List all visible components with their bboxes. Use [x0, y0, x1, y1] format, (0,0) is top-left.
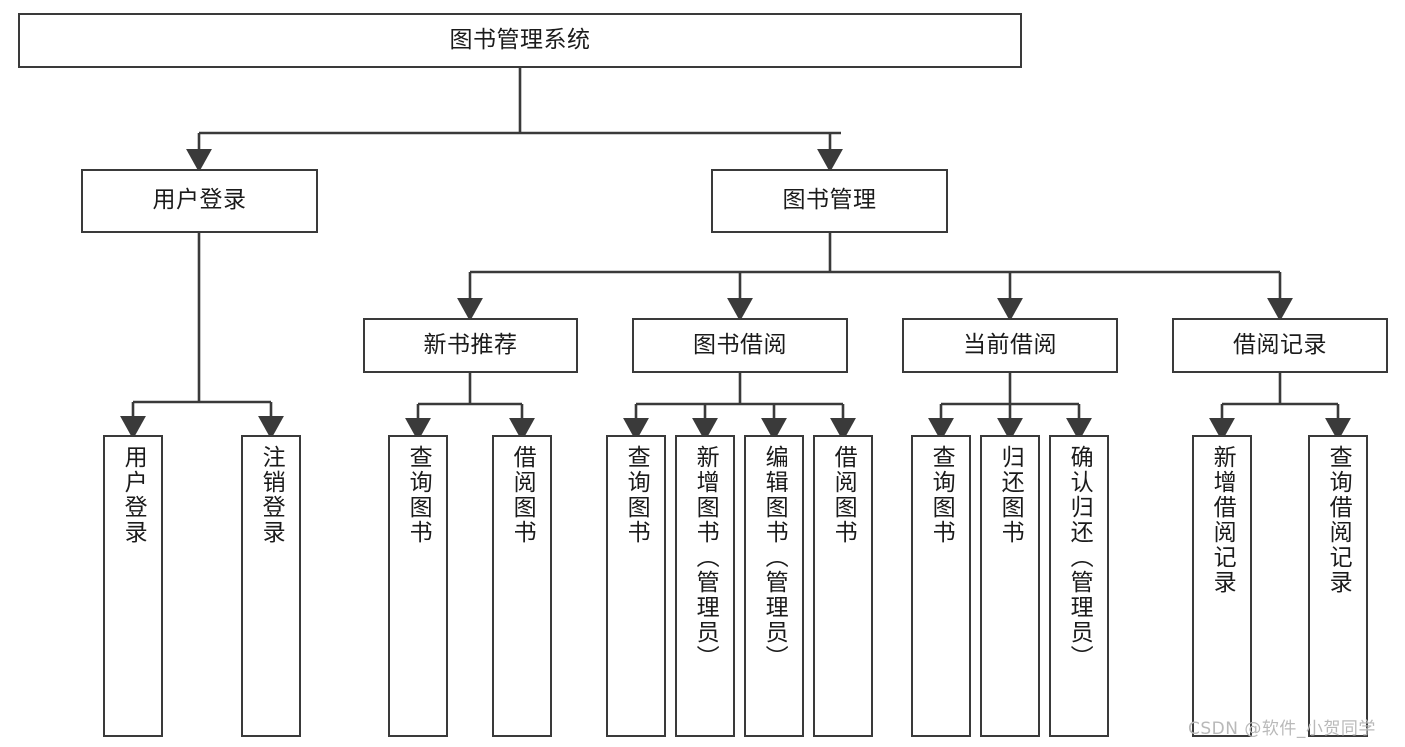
- node-label: 查询图书: [928, 445, 955, 545]
- node-label: 查询借阅记录: [1325, 445, 1352, 595]
- node-label: 注销登录: [258, 445, 285, 545]
- leaf-query-borrow-record[interactable]: 查询借阅记录: [1308, 435, 1368, 737]
- node-root-book-management-system[interactable]: 图书管理系统: [18, 13, 1022, 68]
- node-label: 图书管理: [782, 187, 877, 214]
- leaf-borrow-book-recommendation[interactable]: 借阅图书: [492, 435, 552, 737]
- node-label: 查询图书: [405, 445, 432, 545]
- node-label: 用户登录: [152, 187, 247, 214]
- node-user-login[interactable]: 用户登录: [81, 169, 318, 233]
- node-label: 用户登录: [120, 445, 147, 545]
- leaf-add-book-admin[interactable]: 新增图书（管理员）: [675, 435, 735, 737]
- leaf-query-book-recommendation[interactable]: 查询图书: [388, 435, 448, 737]
- node-new-book-recommendation[interactable]: 新书推荐: [363, 318, 578, 373]
- node-label: 借阅图书: [830, 445, 857, 545]
- node-label: 新书推荐: [423, 331, 518, 358]
- watermark-text: CSDN @软件_小贺同学: [1188, 719, 1376, 739]
- node-label: 当前借阅: [963, 331, 1057, 358]
- node-book-borrow[interactable]: 图书借阅: [632, 318, 848, 373]
- node-label: 确认归还（管理员）: [1066, 445, 1093, 670]
- leaf-return-book[interactable]: 归还图书: [980, 435, 1040, 737]
- leaf-query-book-borrow[interactable]: 查询图书: [606, 435, 666, 737]
- node-label: 查询图书: [623, 445, 650, 545]
- node-label: 图书借阅: [693, 331, 787, 358]
- leaf-user-login[interactable]: 用户登录: [103, 435, 163, 737]
- leaf-query-book-current[interactable]: 查询图书: [911, 435, 971, 737]
- node-borrow-record[interactable]: 借阅记录: [1172, 318, 1388, 373]
- leaf-logout[interactable]: 注销登录: [241, 435, 301, 737]
- node-label: 借阅记录: [1233, 331, 1327, 358]
- node-label: 新增借阅记录: [1209, 445, 1236, 595]
- node-book-management[interactable]: 图书管理: [711, 169, 948, 233]
- node-label: 借阅图书: [509, 445, 536, 545]
- node-current-borrow[interactable]: 当前借阅: [902, 318, 1118, 373]
- leaf-confirm-return-admin[interactable]: 确认归还（管理员）: [1049, 435, 1109, 737]
- node-label: 新增图书（管理员）: [692, 445, 719, 670]
- node-label: 归还图书: [997, 445, 1024, 545]
- leaf-add-borrow-record[interactable]: 新增借阅记录: [1192, 435, 1252, 737]
- node-label: 编辑图书（管理员）: [761, 445, 788, 670]
- leaf-borrow-book[interactable]: 借阅图书: [813, 435, 873, 737]
- node-label: 图书管理系统: [449, 26, 591, 53]
- leaf-edit-book-admin[interactable]: 编辑图书（管理员）: [744, 435, 804, 737]
